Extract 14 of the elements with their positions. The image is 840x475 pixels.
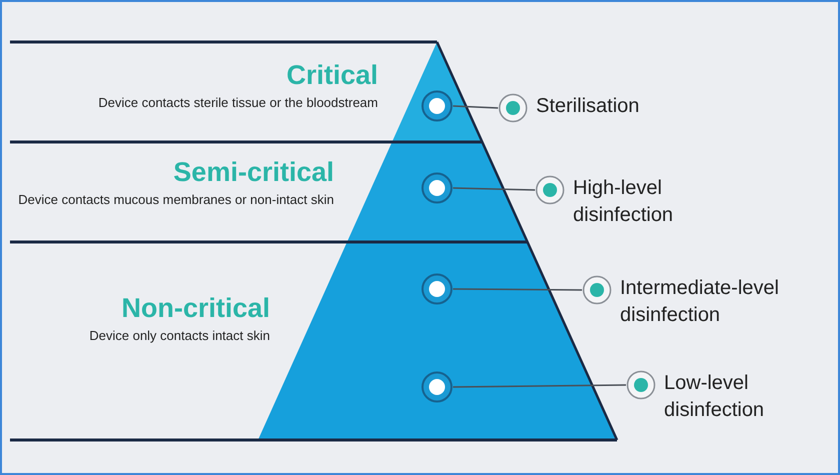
- tier-heading: Semi-critical: [172, 157, 334, 187]
- connector-line: [452, 187, 536, 191]
- connector-line: [452, 105, 498, 109]
- tier-heading: Non-critical: [120, 293, 270, 323]
- tier-description: Device contacts mucous membranes or non-intact skin: [18, 191, 334, 208]
- tier-description: Device only contacts intact skin: [89, 327, 270, 344]
- level-label: Intermediate-level disinfection: [620, 276, 780, 328]
- connector-line: [453, 288, 582, 291]
- level-label: Low-level disinfection: [664, 371, 766, 423]
- connector-line: [453, 384, 626, 388]
- tier-description: Device contacts sterile tissue or the bloodstream: [98, 94, 378, 111]
- tier-heading: Critical: [285, 60, 378, 90]
- level-label: Sterilisation: [536, 94, 640, 119]
- level-label: High-level disinfection: [573, 176, 674, 228]
